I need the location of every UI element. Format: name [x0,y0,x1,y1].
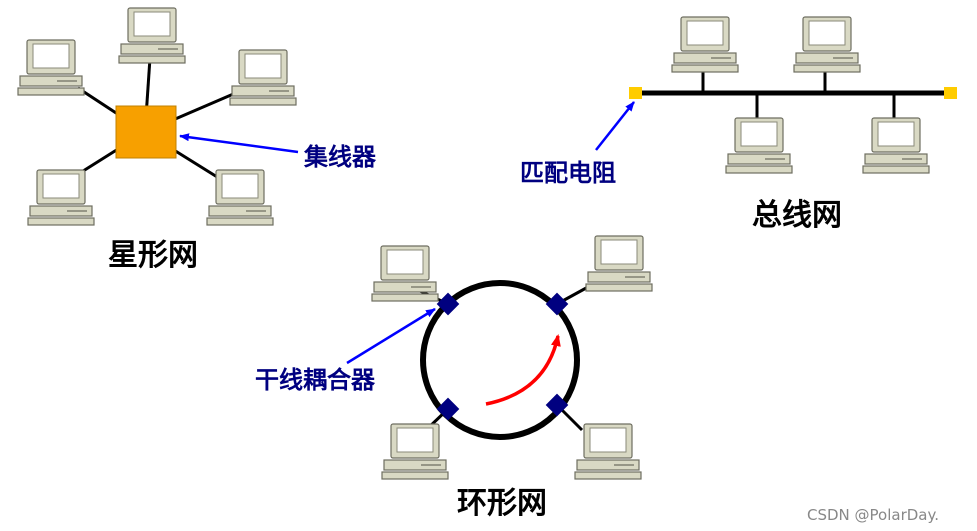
computer-icon [206,169,274,226]
coupler-lower-left [436,397,460,421]
computer-icon [671,16,739,73]
star-network: 集线器 星形网 [17,7,377,273]
computer-icon [585,235,653,292]
coupler-upper-left [436,292,460,316]
computer-icon [381,423,449,480]
ring-network: 干线耦合器 环形网 [255,235,653,521]
hub-box [115,105,177,159]
terminator-label: 匹配电阻 [520,159,616,187]
ring-cable [420,280,580,440]
bus-title: 总线网 [752,198,842,233]
coupler-label: 干线耦合器 [255,366,376,394]
watermark: CSDN @PolarDay. [807,506,939,524]
hub-label: 集线器 [303,143,377,171]
coupler-lower-right [545,393,569,417]
computer-icon [371,245,439,302]
star-title: 星形网 [108,238,198,273]
coupler-upper-right [545,292,569,316]
computer-icon [118,7,186,64]
terminator-pointer-arrow [595,101,635,151]
computer-icon [574,423,642,480]
computer-icon [793,16,861,73]
bus-network: 匹配电阻 总线网 [520,16,957,233]
coupler-pointer-arrow [346,307,436,365]
ring-title: 环形网 [457,486,547,521]
computer-icon [17,39,85,96]
computer-icon [229,49,297,106]
hub-pointer-arrow [179,133,299,154]
computer-icon [725,117,793,174]
terminator-right [944,87,957,99]
computer-icon [27,169,95,226]
terminator-left [629,87,642,99]
data-flow-arrow [485,334,561,406]
computer-icon [862,117,930,174]
